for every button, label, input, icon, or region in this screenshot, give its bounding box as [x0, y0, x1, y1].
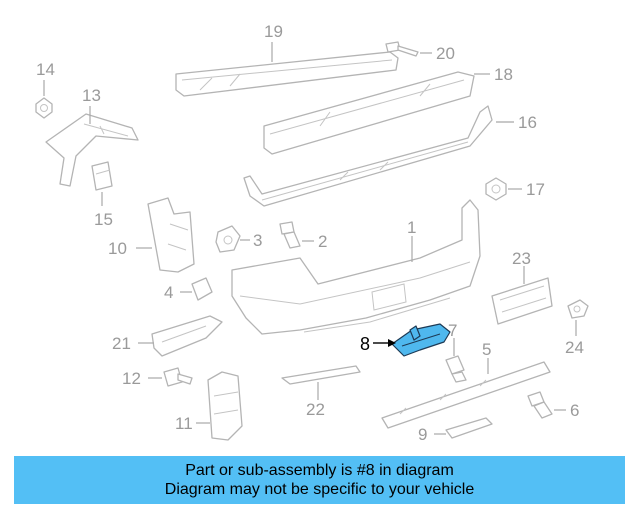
part-14-nut	[35, 97, 53, 119]
part-18-absorber	[263, 71, 475, 155]
part-23-plate-bracket	[491, 277, 553, 325]
part-16-carrier	[243, 105, 493, 207]
part-11-bracket	[207, 371, 243, 441]
callout-22: 22	[306, 400, 325, 419]
part-19-upper-bar	[175, 51, 399, 97]
callout-3: 3	[253, 231, 262, 250]
callout-23: 23	[512, 249, 531, 268]
part-6-screw	[527, 391, 553, 419]
callout-13: 13	[82, 86, 101, 105]
callout-10: 10	[108, 239, 127, 258]
callout-24: 24	[565, 338, 584, 357]
callout-9: 9	[418, 425, 427, 444]
callout-4: 4	[164, 283, 173, 302]
part-17-nut	[485, 177, 507, 201]
part-21-side-bracket	[151, 315, 223, 357]
callout-6: 6	[570, 401, 579, 420]
part-12-screw	[163, 367, 193, 387]
callout-8: 8	[360, 334, 370, 354]
part-3-nut	[215, 225, 241, 253]
part-4-clip	[191, 277, 213, 301]
callout-19: 19	[264, 22, 283, 41]
callout-20: 20	[436, 44, 455, 63]
part-20-bolt	[385, 41, 419, 57]
part-22-trim	[281, 365, 361, 385]
callout-11: 11	[175, 414, 193, 433]
callout-7: 7	[448, 321, 457, 340]
banner-line-2: Diagram may not be specific to your vehi…	[164, 481, 475, 498]
part-8-highlighted-bracket	[391, 323, 451, 357]
banner-line-1: Part or sub-assembly is #8 in diagram	[185, 462, 454, 479]
callout-16: 16	[518, 113, 537, 132]
part-13-side-bracket	[45, 113, 139, 187]
callout-17: 17	[526, 180, 545, 199]
callout-2: 2	[318, 232, 327, 251]
part-info-banner: Part or sub-assembly is #8 in diagram Di…	[14, 456, 625, 504]
callout-1: 1	[407, 218, 416, 237]
part-5-trim-strip	[381, 361, 551, 429]
part-2-screw	[279, 221, 301, 249]
part-15-clip	[91, 161, 113, 191]
callout-18: 18	[494, 65, 513, 84]
part-1-bumper-cover	[231, 199, 481, 335]
part-9-trim	[445, 417, 493, 439]
part-10-bracket	[147, 197, 195, 273]
part-7-screw	[445, 355, 467, 383]
callout-12: 12	[122, 369, 141, 388]
callout-15: 15	[94, 210, 113, 229]
callout-5: 5	[482, 340, 491, 359]
callout-21: 21	[112, 334, 131, 353]
part-24-sensor	[567, 299, 589, 319]
callout-14: 14	[36, 60, 55, 79]
